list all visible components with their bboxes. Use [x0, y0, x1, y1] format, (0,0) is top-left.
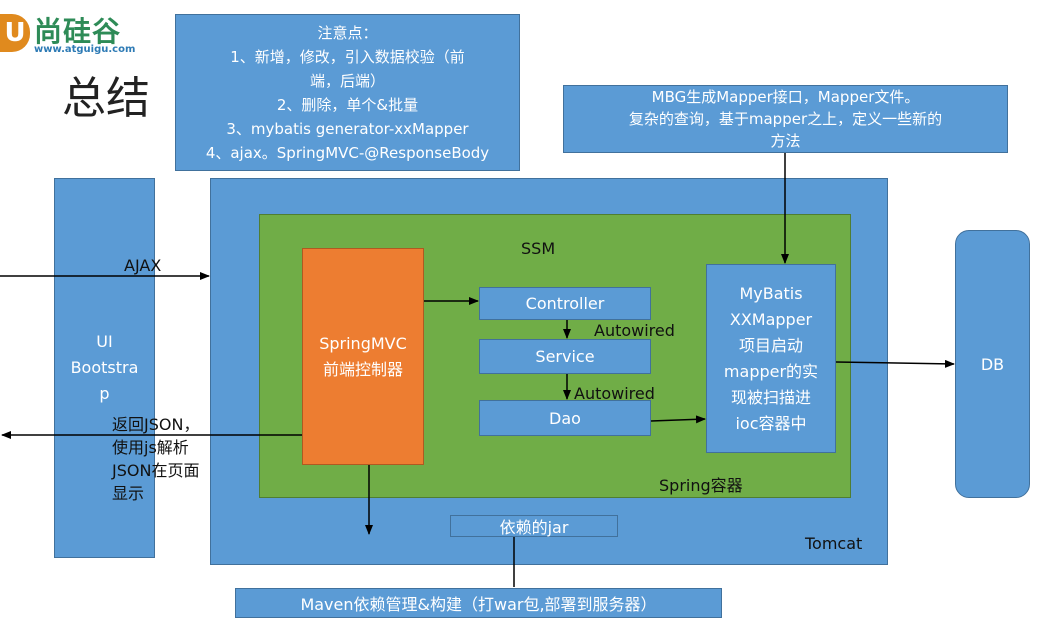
json-note-line: JSON在页面 — [112, 461, 200, 480]
mbg-line: 方法 — [770, 132, 801, 150]
mybatis-line: XXMapper — [729, 309, 813, 329]
logo-name: 尚硅谷 — [34, 15, 122, 48]
ui-line: Bootstra — [70, 358, 139, 377]
service-box: Service — [479, 339, 651, 374]
maven-box: Maven依赖管理&构建（打war包,部署到服务器） — [235, 588, 722, 618]
ajax-label: AJAX — [124, 256, 162, 275]
json-note-line: 使用js解析 — [112, 438, 189, 457]
springmvc-line: SpringMVC — [319, 333, 407, 353]
notes-line: 注意点： — [317, 23, 378, 42]
ui-bootstrap-box: UI Bootstra p — [54, 178, 155, 558]
json-note-line: 显示 — [112, 484, 145, 503]
spring-container-label: Spring容器 — [659, 476, 743, 495]
ui-line: UI — [96, 332, 113, 351]
json-return-note: 返回JSON， 使用js解析 JSON在页面 显示 — [112, 413, 222, 505]
mybatis-line: mapper的实 — [723, 361, 819, 381]
notes-line: 端，后端） — [309, 71, 385, 90]
mybatis-box: MyBatis XXMapper 项目启动 mapper的实 现被扫描进 ioc… — [706, 264, 836, 453]
mbg-line: MBG生成Mapper接口，Mapper文件。 — [651, 88, 920, 106]
tomcat-label: Tomcat — [805, 534, 863, 553]
notes-line: 2、删除，单个&批量 — [276, 95, 419, 114]
logo-mark-icon: U — [0, 14, 30, 52]
springmvc-box: SpringMVC 前端控制器 — [302, 248, 424, 465]
db-box: DB — [955, 230, 1030, 498]
mybatis-to-db-arrow — [835, 359, 955, 368]
ui-line: p — [99, 384, 110, 403]
mbg-box: MBG生成Mapper接口，Mapper文件。 复杂的查询，基于mapper之上… — [563, 85, 1008, 153]
dao-to-mybatis-arrow — [650, 415, 706, 424]
controller-box: Controller — [479, 287, 651, 320]
notes-box: 注意点： 1、新增，修改，引入数据校验（前 端，后端） 2、删除，单个&批量 3… — [175, 14, 520, 171]
springmvc-line: 前端控制器 — [322, 359, 403, 379]
autowired-label-1: Autowired — [594, 321, 675, 340]
notes-line: 4、ajax。SpringMVC-@ResponseBody — [205, 143, 490, 162]
page-title: 总结 — [62, 73, 150, 124]
notes-line: 1、新增，修改，引入数据校验（前 — [230, 47, 465, 66]
notes-line: 3、mybatis generator-xxMapper — [226, 119, 469, 138]
dao-box: Dao — [479, 400, 651, 436]
atguigu-logo: U 尚硅谷 www.atguigu.com — [0, 6, 160, 56]
logo-url: www.atguigu.com — [34, 44, 136, 55]
mybatis-line: 现被扫描进 — [730, 387, 811, 407]
mbg-line: 复杂的查询，基于mapper之上，定义一些新的 — [628, 110, 943, 128]
json-note-line: 返回JSON， — [112, 415, 200, 434]
mybatis-line: 项目启动 — [738, 335, 803, 355]
mybatis-line: ioc容器中 — [735, 413, 807, 433]
ssm-label: SSM — [521, 239, 556, 258]
jar-box: 依赖的jar — [450, 515, 618, 537]
autowired-label-2: Autowired — [574, 384, 655, 403]
mybatis-line: MyBatis — [739, 283, 803, 303]
